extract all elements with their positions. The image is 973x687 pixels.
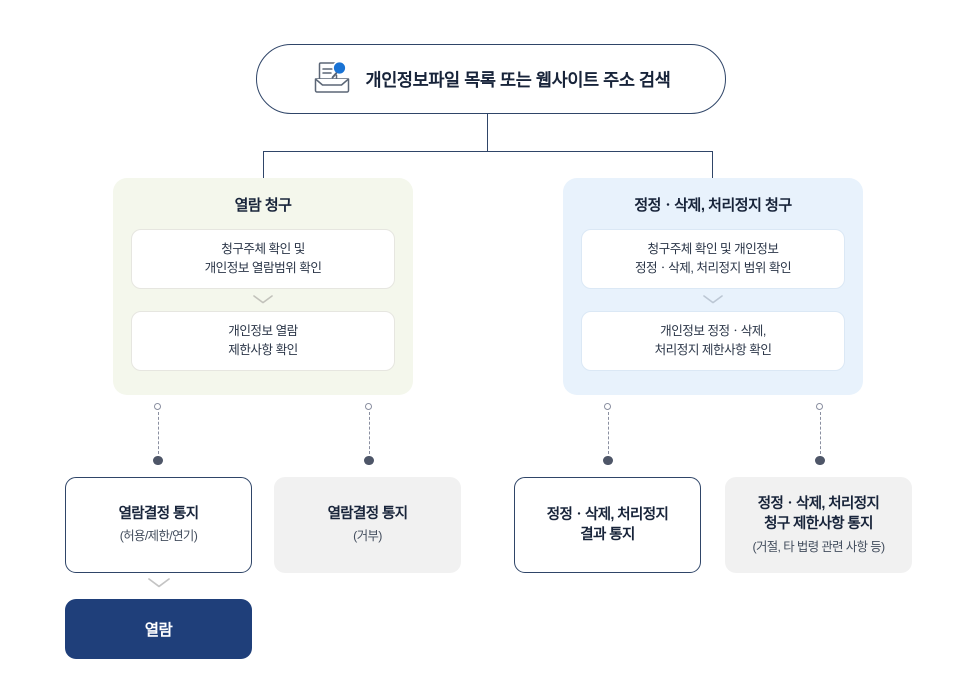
chevron-down-icon-cta <box>148 578 170 588</box>
step-card-view-scope: 청구주체 확인 및 개인정보 열람범위 확인 <box>131 228 395 289</box>
step-line: 정정ㆍ삭제, 처리정지 범위 확인 <box>634 260 792 275</box>
outcome-line: 열람결정 통지 <box>327 506 408 523</box>
connector-dash <box>607 412 609 454</box>
step-line: 제한사항 확인 <box>228 342 298 357</box>
outcome-title: 열람결정 통지 <box>119 504 199 524</box>
outcome-line: 정정ㆍ삭제, 처리정지 <box>757 496 880 513</box>
outcome-line: 결과 통지 <box>580 527 635 543</box>
dotted-connector-2 <box>364 403 375 465</box>
document-search-icon <box>312 60 352 98</box>
step-card-view-restriction: 개인정보 열람 제한사항 확인 <box>131 310 395 371</box>
outcome-line: 청구 제한사항 통지 <box>764 516 873 533</box>
step-chevron-left <box>113 289 413 311</box>
dotted-connector-1 <box>153 403 164 465</box>
connector-trunk-vertical <box>487 114 489 152</box>
chevron-down-icon <box>253 295 273 304</box>
search-entry-node[interactable]: 개인정보파일 목록 또는 웹사이트 주소 검색 <box>256 44 726 114</box>
step-line: 청구주체 확인 및 <box>221 242 305 257</box>
connector-dash <box>368 412 370 454</box>
connector-ring-icon <box>816 403 823 410</box>
branch-title-view-request: 열람 청구 <box>234 197 292 214</box>
connector-bullet-icon <box>364 455 374 465</box>
step-line: 개인정보 정정ㆍ삭제, <box>660 324 766 339</box>
step-card-correction-scope: 청구주체 확인 및 개인정보 정정ㆍ삭제, 처리정지 범위 확인 <box>581 228 845 289</box>
chevron-down-icon <box>703 295 723 304</box>
step-line: 청구주체 확인 및 개인정보 <box>647 242 779 257</box>
outcome-line: 열람결정 통지 <box>118 506 199 523</box>
branch-panel-view-request: 열람 청구 청구주체 확인 및 개인정보 열람범위 확인 개인정보 열람 제한사… <box>113 178 413 395</box>
step-line: 개인정보 열람 <box>228 324 298 339</box>
connector-ring-icon <box>604 403 611 410</box>
outcome-view-decision-deny[interactable]: 열람결정 통지 (거부) <box>274 477 461 573</box>
connector-horizontal-bar <box>263 151 713 153</box>
connector-drop-right <box>712 151 714 179</box>
outcome-line: 정정ㆍ삭제, 처리정지 <box>546 506 669 523</box>
branch-title-correction-request: 정정ㆍ삭제, 처리정지 청구 <box>634 197 792 214</box>
connector-bullet-icon <box>815 455 825 465</box>
connector-dash <box>157 412 159 454</box>
branch-panel-correction-request: 정정ㆍ삭제, 처리정지 청구 청구주체 확인 및 개인정보 정정ㆍ삭제, 처리정… <box>563 178 863 395</box>
outcome-view-decision-allow[interactable]: 열람결정 통지 (허용/제한/연기) <box>65 477 252 573</box>
connector-bullet-icon <box>153 455 163 465</box>
outcome-correction-result[interactable]: 정정ㆍ삭제, 처리정지 결과 통지 <box>514 477 701 573</box>
outcome-title: 정정ㆍ삭제, 처리정지 청구 제한사항 통지 <box>758 494 880 535</box>
view-action-button[interactable]: 열람 <box>65 599 252 659</box>
step-chevron-right <box>563 289 863 311</box>
connector-dash <box>819 412 821 454</box>
step-card-correction-restriction: 개인정보 정정ㆍ삭제, 처리정지 제한사항 확인 <box>581 310 845 371</box>
outcome-subtitle: (거부) <box>353 529 382 544</box>
dotted-connector-3 <box>603 403 614 465</box>
outcome-subtitle: (허용/제한/연기) <box>119 529 198 544</box>
step-line: 처리정지 제한사항 확인 <box>654 342 772 357</box>
outcome-title: 정정ㆍ삭제, 처리정지 결과 통지 <box>547 505 669 546</box>
outcome-subtitle: (거절, 타 법령 관련 사항 등) <box>752 539 885 554</box>
connector-ring-icon <box>365 403 372 410</box>
dotted-connector-4 <box>815 403 826 465</box>
search-entry-label: 개인정보파일 목록 또는 웹사이트 주소 검색 <box>365 69 671 90</box>
connector-bullet-icon <box>603 455 613 465</box>
step-line: 개인정보 열람범위 확인 <box>204 260 322 275</box>
connector-ring-icon <box>154 403 161 410</box>
connector-drop-left <box>263 151 265 179</box>
outcome-correction-restriction[interactable]: 정정ㆍ삭제, 처리정지 청구 제한사항 통지 (거절, 타 법령 관련 사항 등… <box>725 477 912 573</box>
outcome-title: 열람결정 통지 <box>328 504 408 524</box>
